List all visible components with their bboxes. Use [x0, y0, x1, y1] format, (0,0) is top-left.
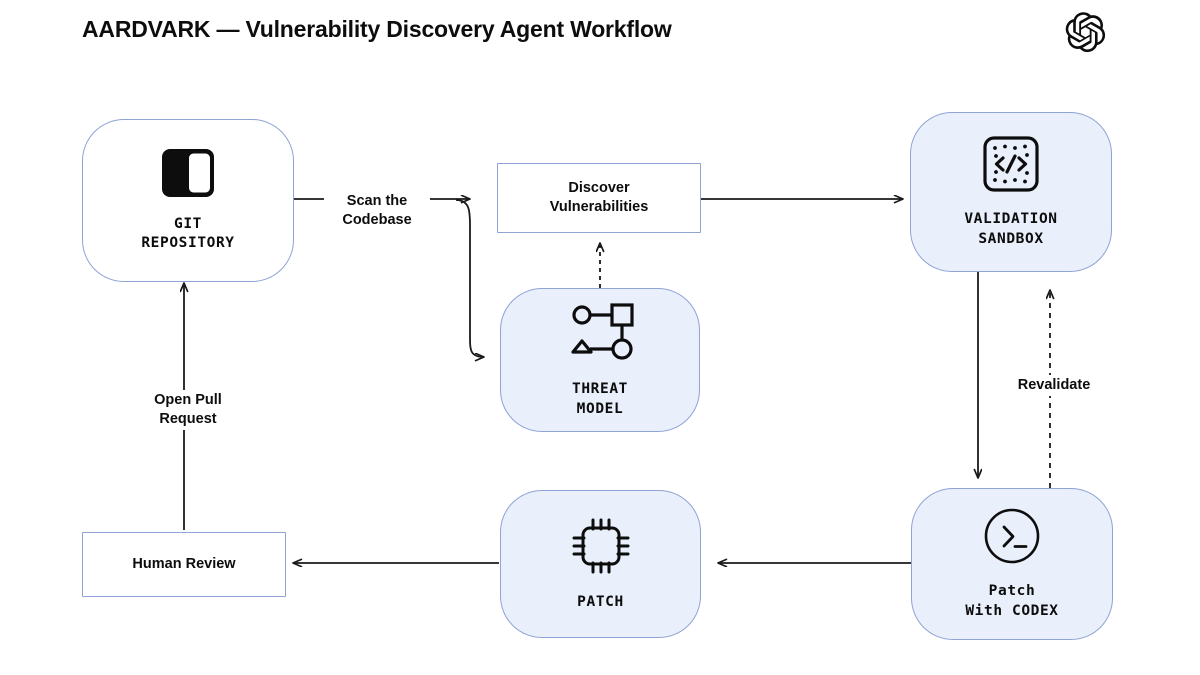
- node-label-threat-model: THREAT MODEL: [572, 381, 628, 417]
- edge-scan-to-threat-model: [455, 199, 484, 357]
- edge-label-scan-the-codebase: Scan the Codebase: [324, 191, 430, 232]
- node-patch-with-codex[interactable]: Patch With CODEX: [911, 488, 1113, 640]
- node-label-discover-vulnerabilities: Discover Vulnerabilities: [549, 180, 649, 215]
- node-discover-vulnerabilities[interactable]: Discover Vulnerabilities: [497, 163, 701, 233]
- page-title: AARDVARK — Vulnerability Discovery Agent…: [82, 16, 672, 42]
- code-sandbox-icon: [982, 135, 1040, 198]
- threat-graph-icon: [564, 301, 636, 368]
- node-label-human-review: Human Review: [132, 556, 236, 573]
- node-patch[interactable]: PATCH: [500, 490, 701, 638]
- edge-label-open-pull-request: Open Pull Request: [122, 390, 254, 431]
- node-validation-sandbox[interactable]: VALIDATION SANDBOX: [910, 112, 1112, 272]
- node-label-validation-sandbox: VALIDATION SANDBOX: [964, 211, 1058, 247]
- node-threat-model[interactable]: THREAT MODEL: [500, 288, 700, 432]
- node-label-git-repository: GIT REPOSITORY: [141, 215, 235, 251]
- chip-icon: [570, 516, 632, 581]
- node-label-patch-with-codex: Patch With CODEX: [965, 583, 1059, 619]
- node-git-repository[interactable]: GIT REPOSITORY: [82, 119, 294, 282]
- terminal-prompt-icon: [983, 507, 1041, 570]
- openai-logo: [1063, 10, 1107, 54]
- node-human-review[interactable]: Human Review: [82, 532, 286, 597]
- node-label-patch: PATCH: [577, 593, 624, 610]
- repository-icon: [161, 148, 215, 203]
- edge-label-revalidate: Revalidate: [985, 375, 1123, 397]
